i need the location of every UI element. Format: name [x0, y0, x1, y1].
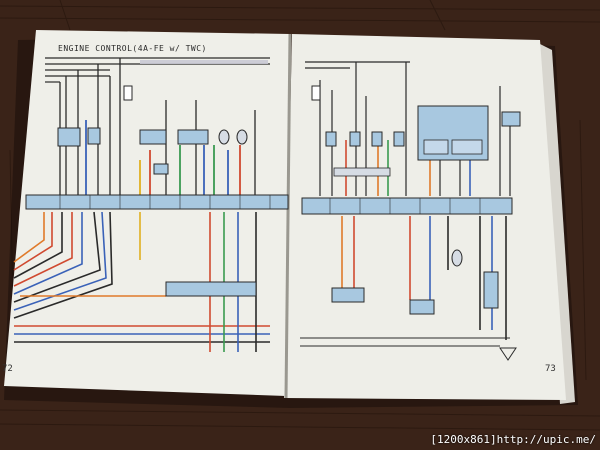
component-box — [371, 131, 383, 147]
ecu-connector-bar — [25, 194, 289, 210]
watermark: [1200x861]http://upic.me/ — [430, 433, 596, 446]
left-page-number: 72 — [2, 364, 13, 374]
ac-amplifier-box — [331, 287, 365, 303]
component-box — [57, 127, 81, 147]
left-page — [4, 30, 290, 396]
right-page-number: 73 — [545, 364, 556, 374]
right-wiring-diagram — [300, 61, 521, 361]
book-gutter — [284, 33, 292, 399]
component-circle — [451, 249, 463, 267]
component-box — [139, 129, 167, 145]
fuse-symbol — [123, 85, 133, 101]
component-box — [153, 163, 169, 175]
component-box — [177, 129, 209, 145]
component-box — [325, 131, 337, 147]
ground-symbol — [499, 347, 517, 361]
component-box — [501, 111, 521, 127]
check-connector — [165, 281, 257, 297]
component-box — [393, 131, 405, 147]
component-box — [349, 131, 361, 147]
relay-inner — [451, 139, 483, 155]
component-box — [409, 299, 435, 315]
fuse-symbol — [311, 85, 321, 101]
ecu-connector-bar — [301, 197, 513, 215]
component-box — [333, 167, 391, 177]
relay-inner — [423, 139, 449, 155]
right-page — [284, 34, 566, 400]
component-box — [483, 271, 499, 309]
component-circle — [236, 129, 248, 145]
component-box — [87, 127, 101, 145]
component-circle — [218, 129, 230, 145]
left-wiring-diagram — [13, 57, 289, 352]
page-stack-edge — [540, 44, 575, 404]
page-title: ENGINE CONTROL(4A-FE w/ TWC) — [58, 44, 207, 53]
